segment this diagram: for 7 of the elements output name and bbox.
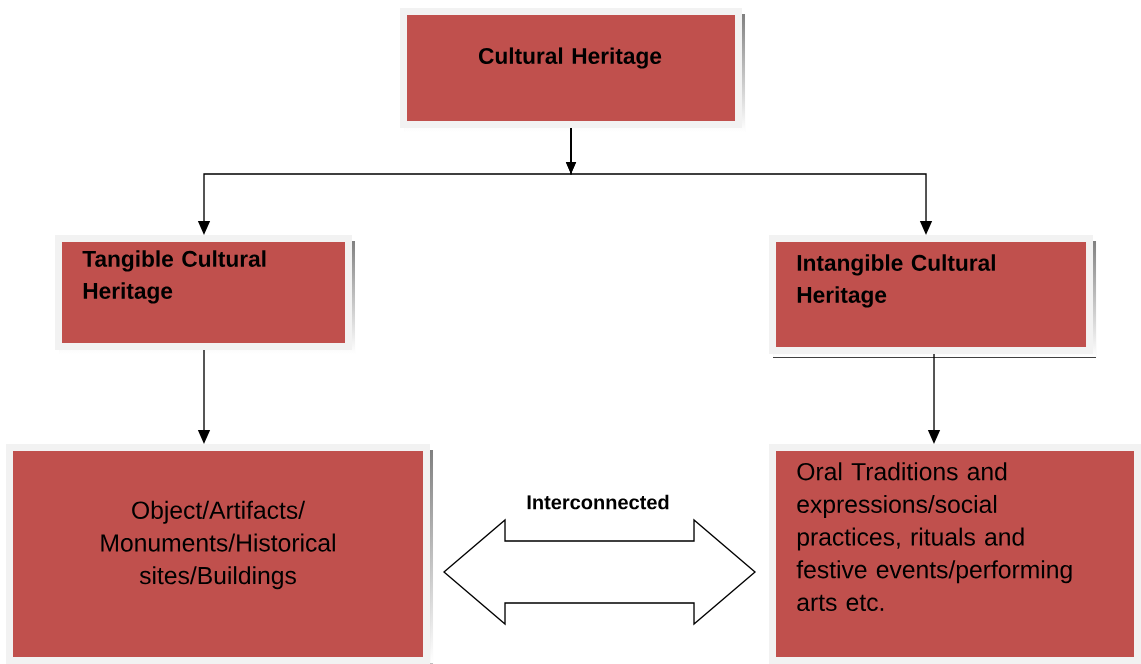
process-box: Tangible Cultural Heritage bbox=[55, 235, 355, 354]
process-box: Intangible Cultural Heritage bbox=[769, 235, 1096, 358]
double-arrow bbox=[443, 518, 757, 626]
process-box: Cultural Heritage bbox=[400, 8, 745, 132]
edge-label: Interconnected bbox=[525, 493, 671, 511]
process-box: Oral Traditions and expressions/social practices, rituals and festive events/performing arts etc. bbox=[769, 444, 1141, 664]
process-box: Object/Artifacts/ Monuments/Historical sites/Buildings bbox=[6, 444, 433, 664]
